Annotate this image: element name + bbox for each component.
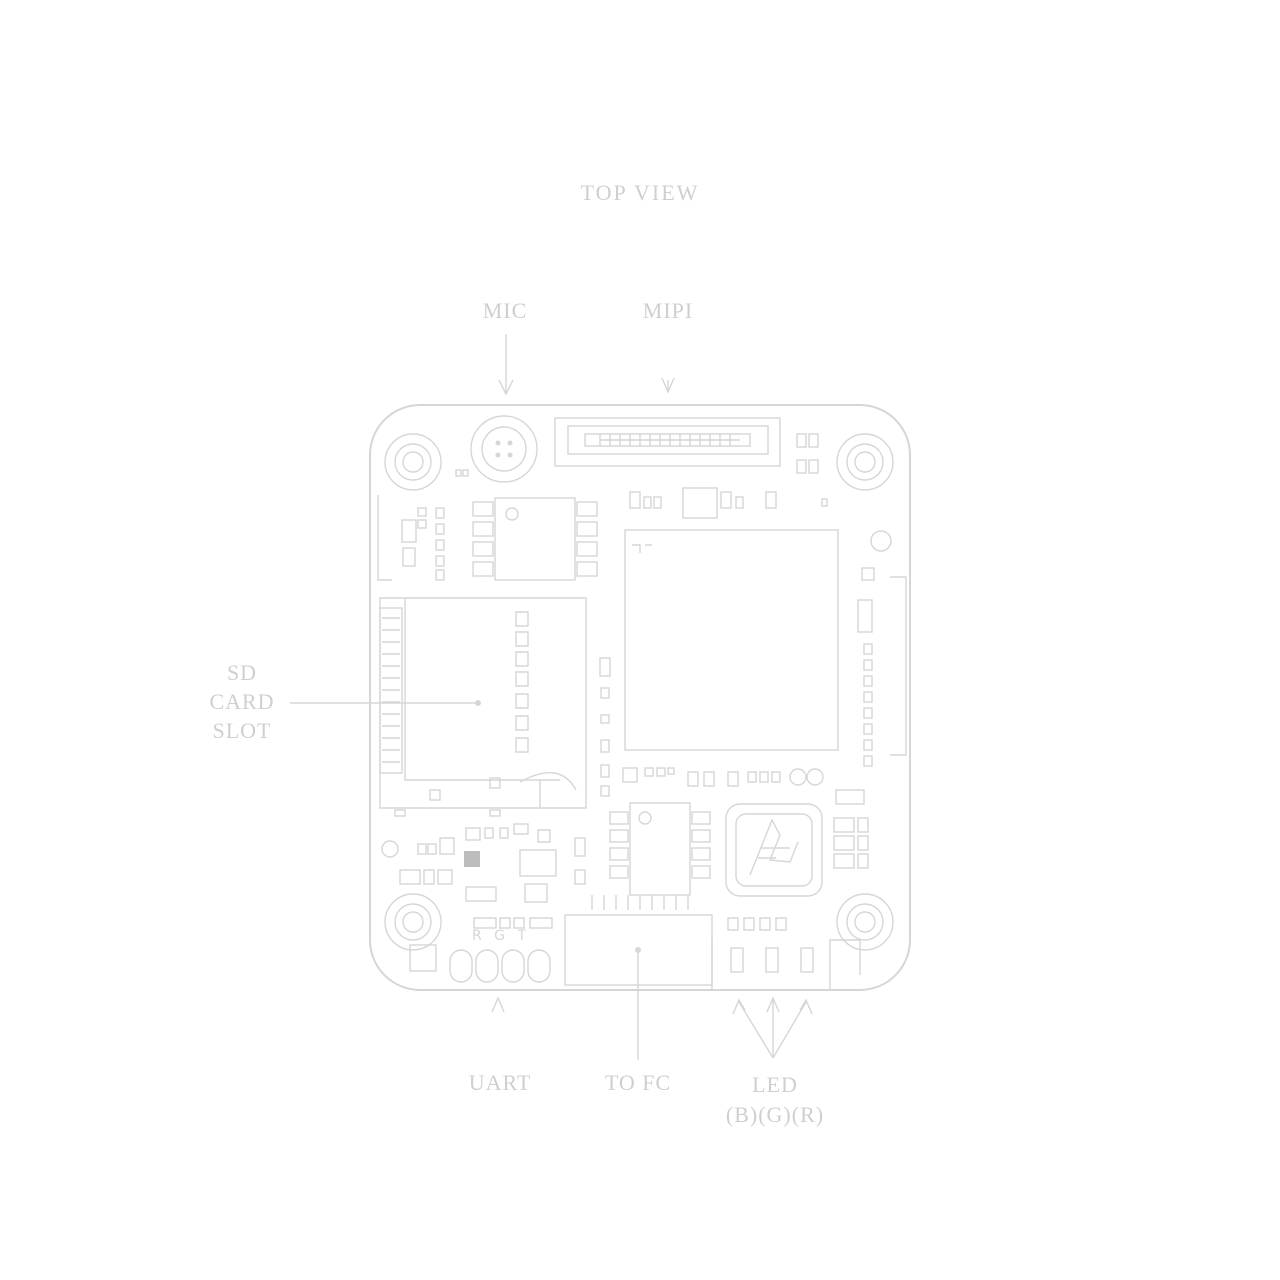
- via-right: [870, 530, 892, 552]
- logo-chip: [725, 803, 823, 897]
- sd-label-line-2: CARD: [209, 689, 275, 714]
- uart-label: UART: [468, 1070, 532, 1095]
- microphone: [470, 415, 538, 483]
- mic-label: MIC: [482, 298, 528, 323]
- led-red: [800, 947, 814, 973]
- mic-arrow: [498, 334, 514, 396]
- led-green: [765, 947, 779, 973]
- led-arrows: [732, 996, 813, 1059]
- mipi-label: MIPI: [642, 298, 694, 323]
- small-chip-top: [472, 497, 598, 581]
- sd-card-slot: [379, 597, 587, 809]
- uart-arrow: [491, 996, 505, 1013]
- led-label-line-1: LED: [752, 1072, 798, 1097]
- led-blue: [730, 947, 744, 973]
- uart-pads: [409, 944, 551, 983]
- view-title: TOP VIEW: [580, 180, 700, 205]
- mounting-hole-top-right: [836, 433, 894, 491]
- mounting-hole-bottom-right: [836, 893, 894, 951]
- led-label: LED (B)(G)(R): [700, 1070, 850, 1130]
- led-label-line-2: (B)(G)(R): [725, 1102, 825, 1127]
- mounting-hole-bottom-left: [384, 893, 442, 951]
- mounting-hole-top-left: [384, 433, 442, 491]
- board-outline: [369, 404, 911, 991]
- mipi-arrow: [661, 377, 675, 394]
- sd-card-slot-label: SD CARD SLOT: [182, 658, 302, 745]
- second-ic: [591, 802, 711, 910]
- uart-pin-labels: R G T: [471, 928, 531, 944]
- sd-label-line-1: SD: [226, 660, 258, 685]
- sd-label-line-3: SLOT: [212, 718, 272, 743]
- main-soc: [624, 529, 839, 751]
- via-left: [381, 840, 399, 858]
- mipi-connector: [554, 417, 781, 467]
- to-fc-label: TO FC: [604, 1070, 672, 1095]
